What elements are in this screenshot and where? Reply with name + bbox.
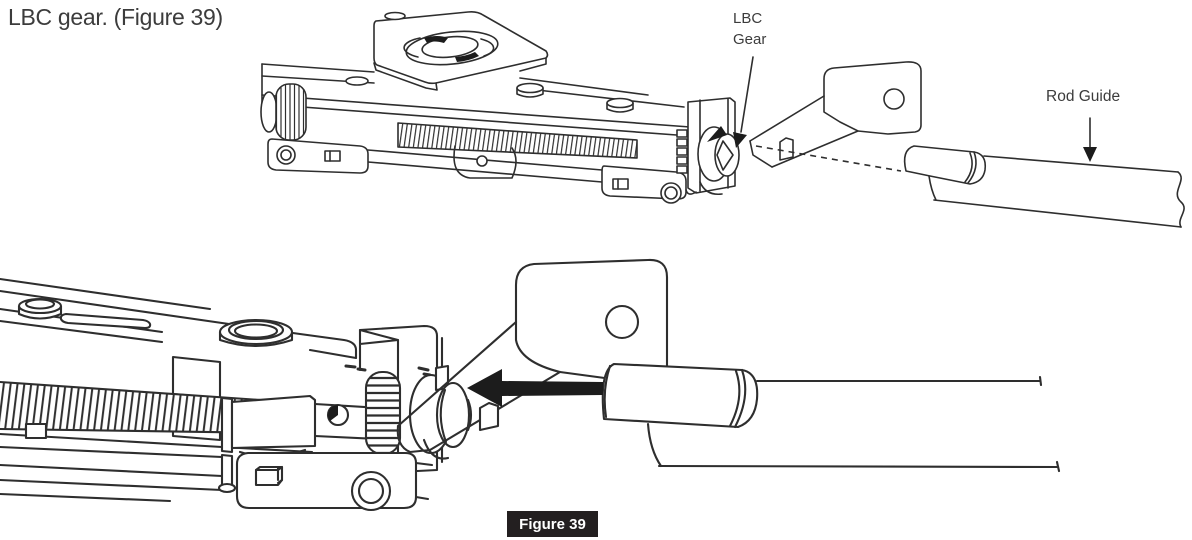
cap-screws-top — [345, 76, 634, 113]
label-lbc-gear-line1: LBC — [733, 10, 763, 27]
bottom-view — [0, 258, 1061, 512]
spring-bottom — [0, 380, 282, 435]
spring-top — [397, 122, 638, 159]
housing-top-left — [267, 138, 369, 174]
cap-screw-bottom — [17, 297, 63, 320]
label-rod-guide: Rod Guide — [1046, 88, 1121, 105]
rod-guide-pointer-arrow — [1083, 117, 1097, 162]
housing-top-right — [601, 165, 687, 204]
housing-bottom — [235, 451, 434, 512]
rod-bottom-drawing — [646, 375, 1061, 473]
caption-text: LBC gear. (Figure 39) — [8, 4, 223, 30]
insertion-arrow-large — [467, 369, 603, 407]
rod-guide-top-drawing — [903, 145, 987, 185]
lbc-gear-leader-arrow — [733, 56, 754, 148]
figure-badge: Figure 39 — [507, 511, 598, 537]
knurled-wheel-top-left — [260, 83, 307, 141]
insertion-arrow-small — [707, 126, 727, 142]
top-view — [260, 11, 1185, 228]
actuator-assembly-bottom-drawing — [0, 277, 473, 512]
lbc-gear-top-drawing — [676, 97, 740, 196]
actuator-assembly-top-drawing — [260, 11, 740, 204]
mounting-bracket-top-drawing — [749, 61, 922, 168]
label-lbc-gear: LBC Gear — [733, 8, 766, 50]
push-button-bottom — [218, 318, 294, 347]
lbc-gear-bottom-drawing — [344, 324, 473, 474]
centre-joint — [217, 394, 350, 494]
label-lbc-gear-line2: Gear — [733, 31, 767, 48]
rod-guide-bottom-drawing — [601, 362, 759, 429]
plate-slot — [59, 312, 152, 330]
mounting-bracket-bottom-drawing — [396, 258, 669, 454]
dashed-alignment-line — [755, 145, 902, 172]
left-tab — [24, 422, 48, 440]
rod-top-drawing — [928, 155, 1185, 228]
